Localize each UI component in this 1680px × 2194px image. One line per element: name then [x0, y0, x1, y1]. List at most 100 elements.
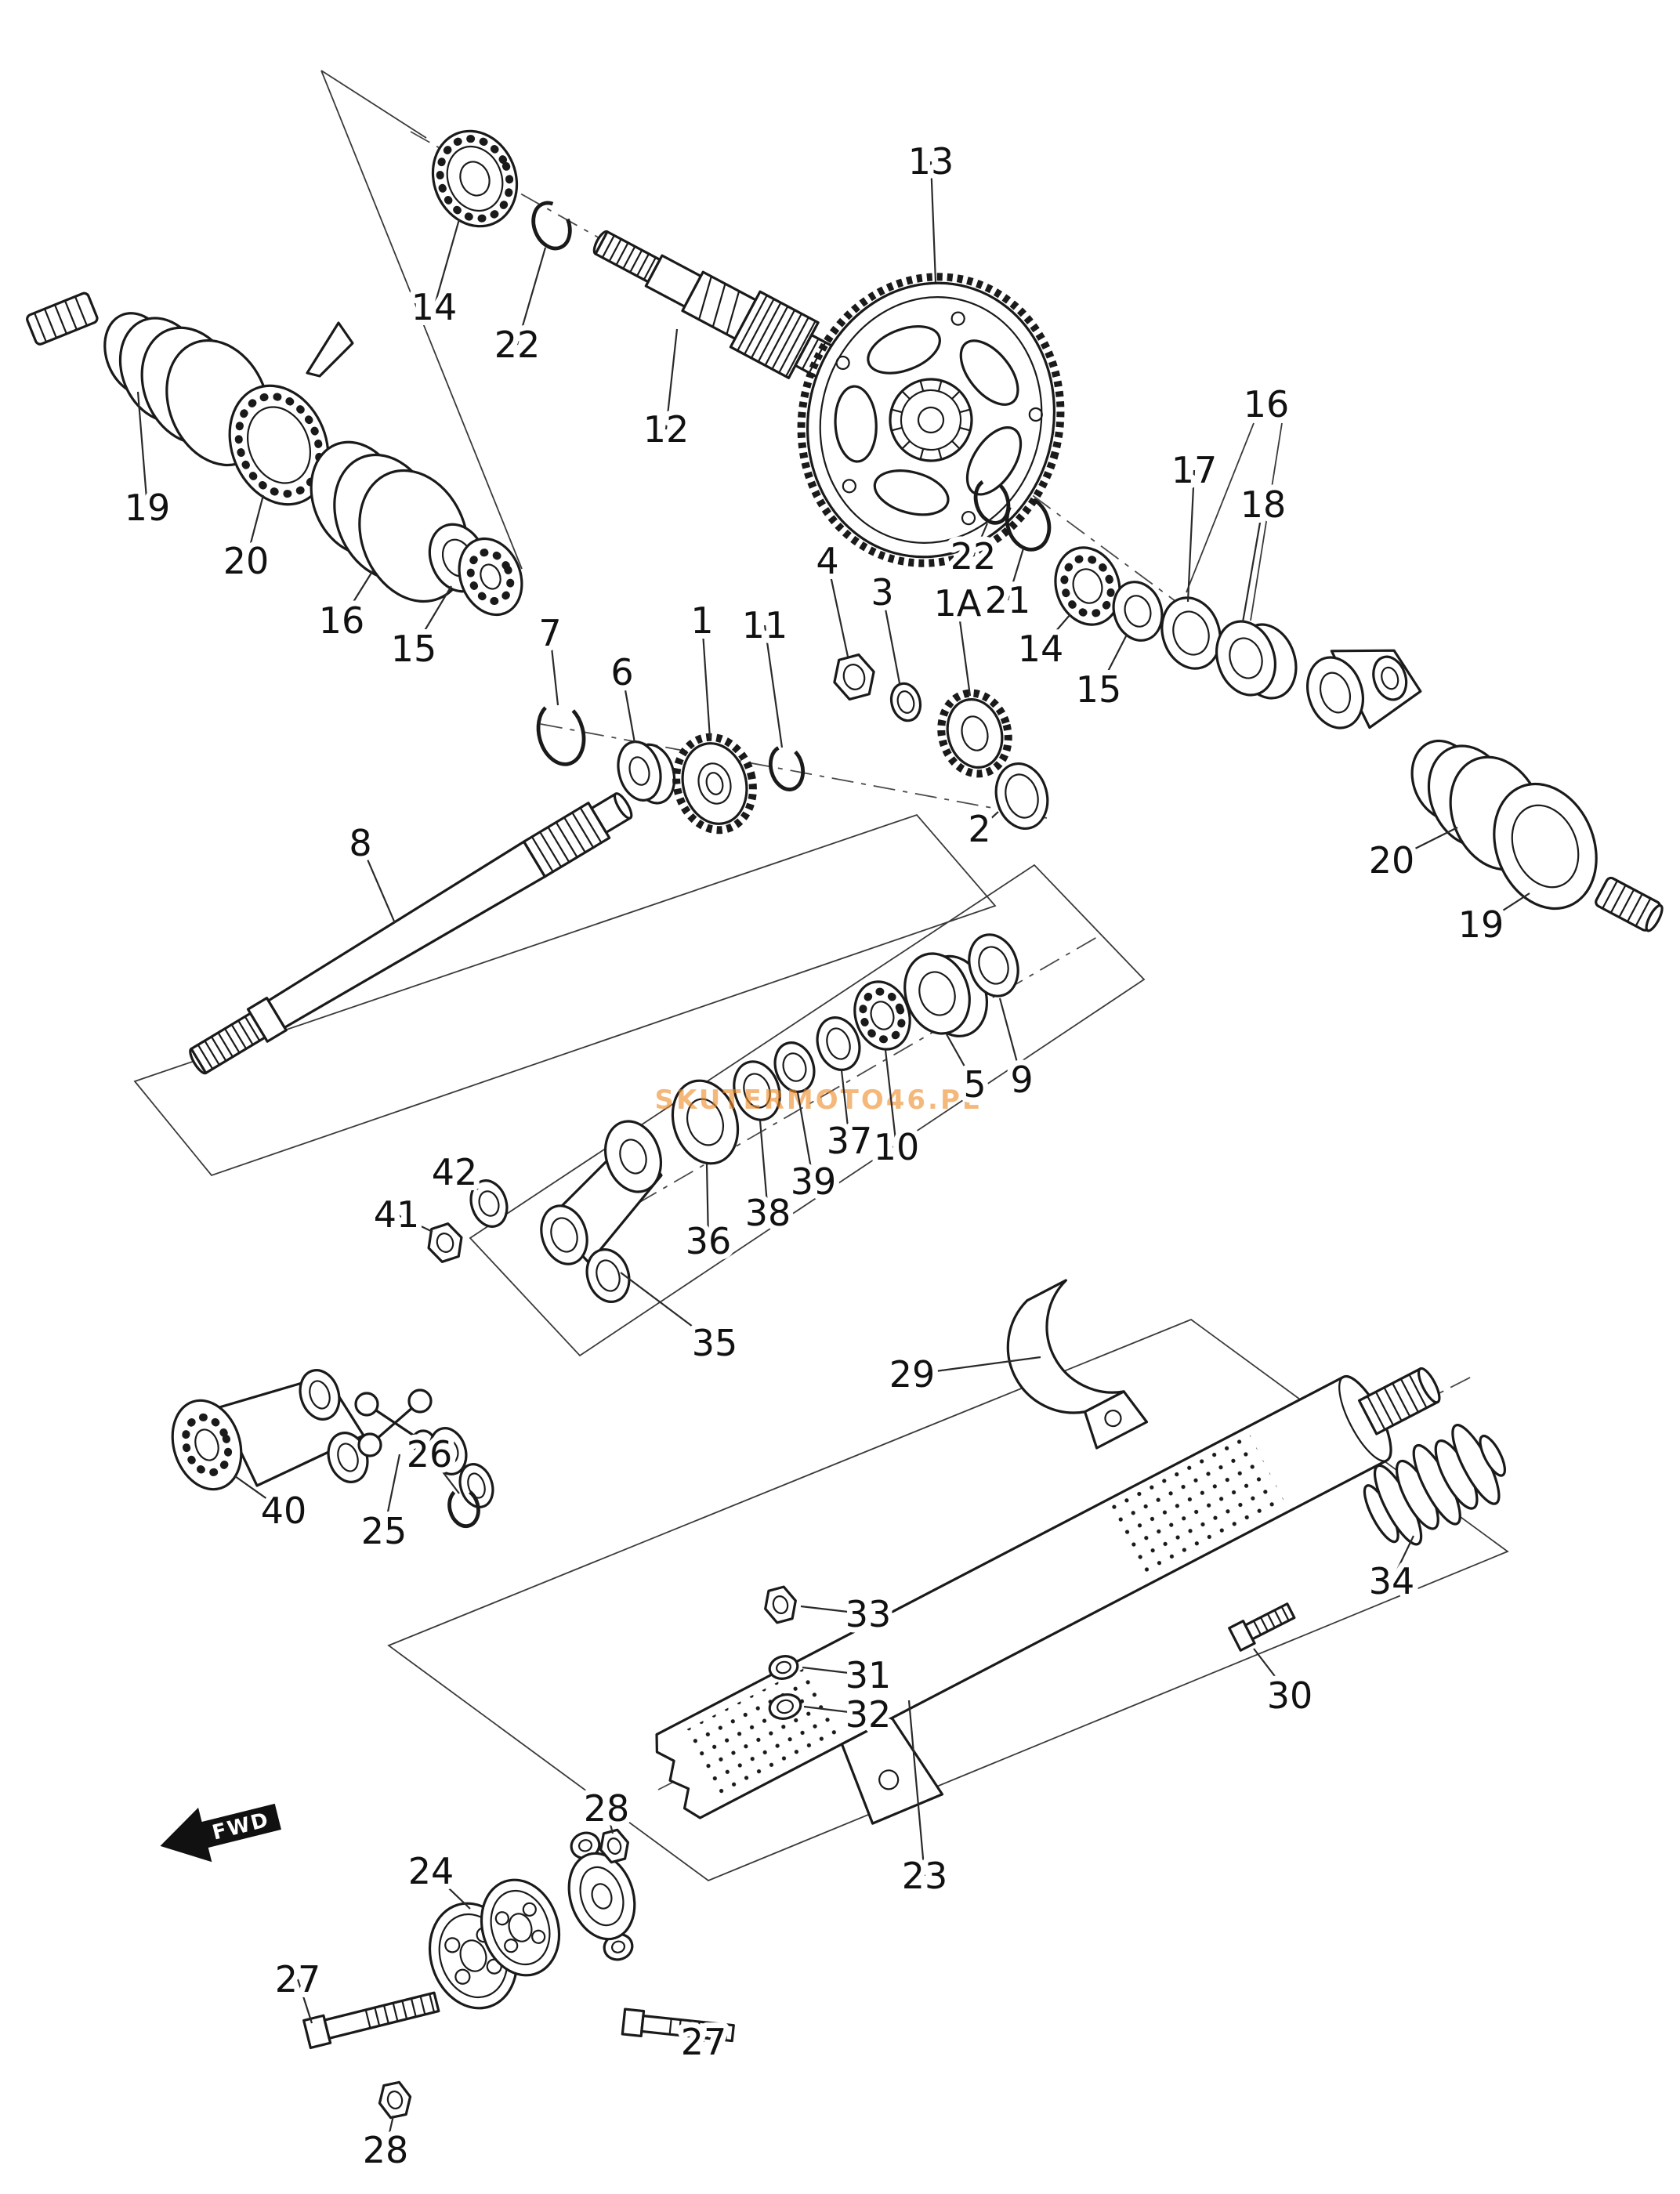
callout-23-47: 23	[902, 1855, 948, 1897]
callout-1A-13: 1A	[934, 582, 982, 625]
callout-leader-4-11	[826, 560, 849, 657]
callout-leader-16-6	[341, 570, 374, 621]
inner-shaft-spline	[1357, 1367, 1441, 1436]
callout-25-38: 25	[361, 1510, 407, 1552]
spider-25	[354, 1388, 436, 1457]
callout-9-27: 9	[1010, 1059, 1033, 1101]
callout-leader-34-40	[1391, 1535, 1414, 1582]
callout-14-1: 14	[411, 286, 458, 328]
callout-leader-14-16	[1040, 614, 1071, 650]
callout-leader-7-18	[549, 632, 559, 706]
callout-27-48: 27	[275, 1958, 321, 2000]
callout-26-37: 26	[407, 1433, 453, 1475]
ring-37	[816, 1016, 861, 1071]
bolt-27-left	[302, 1991, 440, 2050]
callout-37-29: 37	[827, 1120, 873, 1162]
washer-42	[469, 1179, 509, 1228]
callout-leader-27-48	[296, 1979, 313, 2024]
bracket-16	[1186, 422, 1283, 621]
right-bearing-stack	[1054, 546, 1298, 700]
callout-33-41: 33	[845, 1593, 892, 1635]
front-u-joint	[171, 1369, 494, 1529]
final-driven-gear-13	[797, 273, 1065, 567]
secondary-shaft-8	[189, 792, 633, 1075]
rubber-boot-34	[1363, 1424, 1506, 1546]
yoke-40-flange	[171, 1399, 243, 1491]
callout-20-5: 20	[223, 540, 270, 582]
callout-28-50: 28	[363, 2129, 409, 2171]
callout-38-31: 38	[745, 1192, 791, 1234]
callout-16-8: 16	[1244, 383, 1290, 425]
bolt-30	[1228, 1602, 1296, 1652]
callout-10-28: 10	[874, 1126, 920, 1168]
callout-leader-1A-13	[956, 603, 972, 697]
callout-20-24: 20	[1369, 839, 1415, 882]
threaded-stub-left	[26, 291, 99, 346]
retainer-clip	[306, 321, 354, 378]
callout-leader-35-33	[620, 1272, 715, 1344]
callout-16-6: 16	[319, 599, 365, 642]
watermark: SKUTERMOTO46.PL	[654, 1084, 981, 1116]
callout-leader-20-5	[244, 494, 265, 562]
callout-leader-13-0	[929, 161, 937, 283]
callout-15-17: 15	[1076, 668, 1122, 711]
washer-3	[889, 682, 922, 722]
callout-leader-3-12	[881, 592, 901, 684]
coupling-assembly	[302, 1828, 735, 2120]
callout-leader-8-23	[359, 842, 396, 924]
callout-30-44: 30	[1267, 1674, 1313, 1717]
nut-41	[427, 1222, 463, 1263]
callout-14-16: 14	[1018, 628, 1064, 670]
callout-29-36: 29	[889, 1353, 936, 1396]
callout-36-32: 36	[686, 1220, 732, 1262]
callout-7-18: 7	[538, 612, 561, 654]
callout-leader-42-34	[454, 1171, 479, 1190]
callout-24-46: 24	[408, 1850, 454, 1892]
fastener-set	[764, 1585, 802, 1720]
callout-leader-10-28	[884, 1049, 898, 1148]
bearing-10	[853, 980, 911, 1051]
callout-leader-29-36	[911, 1356, 1041, 1376]
callout-leader-17-9	[1186, 469, 1196, 603]
output-bearing-stack	[671, 933, 1019, 1165]
right-output-joint	[1306, 649, 1664, 932]
washer-38	[733, 1060, 781, 1121]
propeller-shaft-housing-23	[655, 1279, 1441, 1825]
bearing-14-top	[431, 129, 519, 228]
collar-18	[1215, 620, 1298, 700]
callout-leader-27-49	[699, 2030, 705, 2043]
callout-leader-37-29	[840, 1070, 851, 1142]
callout-6-19: 6	[610, 651, 633, 693]
callout-19-25: 19	[1458, 903, 1504, 946]
secondary-driven-gear-1A	[937, 689, 1012, 778]
callout-leader-28-50	[384, 2115, 395, 2151]
washer-22-right	[973, 478, 1011, 525]
secondary-gear-parts	[536, 653, 1049, 835]
yoke-35	[540, 1120, 663, 1303]
callout-leader-24-46	[430, 1870, 471, 1910]
callout-leader-15-17	[1098, 634, 1128, 690]
snap-ring-26	[447, 1486, 480, 1529]
callout-leader-2-22	[979, 811, 999, 830]
callout-leader-14-1	[433, 219, 461, 308]
callout-leader-22-2	[516, 247, 547, 346]
callout-leader-19-25	[1480, 892, 1530, 925]
callout-leader-28-45	[605, 1808, 614, 1834]
callout-leader-33-41	[800, 1605, 869, 1616]
bearing-race-2	[994, 762, 1049, 831]
callout-5-26: 5	[963, 1063, 986, 1106]
nut-28-lower	[378, 2080, 412, 2120]
spring-clip-7	[536, 701, 586, 766]
spring-washer-31	[768, 1655, 799, 1680]
callout-leader-21-14	[1006, 548, 1025, 601]
coupling-flange-b	[480, 1878, 561, 1977]
callout-leader-30-44	[1253, 1648, 1291, 1696]
washer-32	[768, 1693, 802, 1720]
callout-leader-40-39	[234, 1475, 284, 1512]
callout-27-49: 27	[681, 2021, 727, 2063]
bearing-14-right	[1054, 546, 1121, 626]
left-cv-joint-assembly	[26, 291, 523, 617]
callout-leader-9-27	[998, 997, 1023, 1081]
callout-13-0: 13	[908, 140, 954, 183]
callout-leader-1-20	[701, 620, 711, 739]
